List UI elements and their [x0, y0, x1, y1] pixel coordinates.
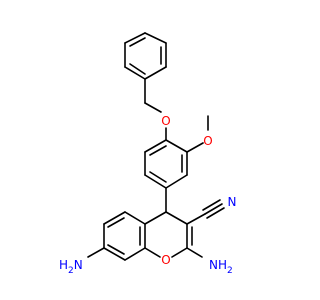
bond: [144, 32, 167, 44]
bond-c2-nh2: [186, 247, 203, 258]
ring-oxygen-label: O: [161, 253, 170, 267]
amine-left-subscript: 2: [68, 266, 74, 276]
nitrile-triple-bond: [206, 207, 225, 219]
amine-left-label: H2N: [59, 258, 83, 276]
structure-canvas: O O O N: [59, 32, 237, 276]
bond: [144, 66, 167, 80]
ether-oxygen-label: O: [161, 114, 170, 128]
amine-left-h: H: [59, 258, 68, 272]
bond: [171, 247, 188, 258]
bond-inner: [149, 145, 167, 156]
amine-right-h: H: [218, 258, 227, 272]
bond: [165, 211, 188, 225]
nitrile-nitrogen-label: N: [228, 195, 237, 209]
bond-methoxy: [186, 142, 204, 153]
amine-right-label: NH2: [209, 258, 233, 276]
bond-inner: [129, 63, 146, 75]
bond: [124, 66, 146, 80]
bond: [165, 139, 188, 153]
bond-ch2-o: [144, 102, 162, 113]
bond: [144, 139, 167, 153]
bond-c7-nh2: [87, 247, 105, 258]
amine-right-subscript: 2: [227, 266, 233, 276]
bond: [124, 211, 146, 225]
bond-inner: [129, 37, 146, 47]
pyran-ring: [144, 211, 193, 258]
bond: [103, 211, 126, 225]
bond-inner: [149, 171, 167, 183]
bond: [103, 247, 126, 261]
nitrile-triple-bond: [202, 199, 221, 211]
bond-inner: [107, 244, 125, 255]
benzo-ring: [103, 211, 146, 261]
bond: [144, 211, 167, 225]
bond-inner: [107, 217, 125, 228]
bond-c-cn: [186, 213, 206, 225]
bond: [165, 174, 188, 189]
molecule-structure: O O O N: [59, 32, 237, 276]
benzyl-ring: [124, 32, 167, 80]
methoxyphenyl-ring: [144, 139, 188, 189]
amine-right-n: N: [209, 258, 218, 272]
nitrile-triple-bond: [204, 203, 223, 215]
bond: [144, 174, 167, 189]
bond: [124, 32, 146, 44]
methoxy-oxygen-label: O: [203, 134, 212, 148]
amine-left-n: N: [74, 258, 83, 272]
bond: [144, 247, 161, 258]
bond: [124, 247, 146, 261]
